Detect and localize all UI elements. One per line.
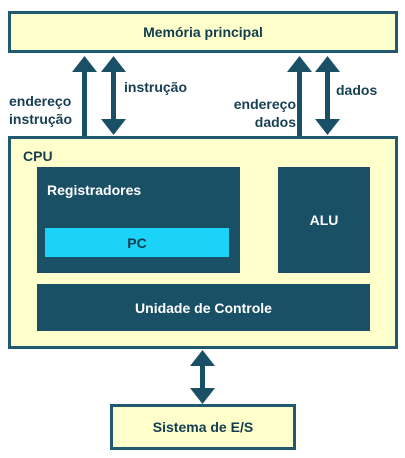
instruction-address-arrow [72,56,97,136]
pc-label: PC [127,234,147,251]
io-system-label: Sistema de E/S [152,419,254,435]
control-unit-box: Unidade de Controle [37,284,370,331]
data-address-label: endereço dados [233,96,296,130]
cpu-label: CPU [23,148,53,164]
memory-box: Memória principal [8,11,398,53]
registers-label: Registradores [47,182,142,198]
data-bus-arrow [315,56,340,135]
registers-box: Registradores PC [37,167,240,273]
data-label: dados [336,82,378,98]
pc-register: PC [45,228,229,257]
instruction-address-label: endereço instrução [9,93,73,127]
io-system-box: Sistema de E/S [110,404,296,450]
memory-label: Memória principal [143,24,263,40]
instruction-bus-arrow [101,56,126,135]
data-address-arrow [287,56,312,136]
io-bus-arrow [190,350,215,404]
cpu-box: CPU Registradores PC ALU Unidade de Cont… [8,136,398,349]
instruction-label: instrução [124,79,188,95]
alu-box: ALU [278,167,370,273]
control-unit-label: Unidade de Controle [135,299,272,316]
alu-label: ALU [309,212,339,228]
